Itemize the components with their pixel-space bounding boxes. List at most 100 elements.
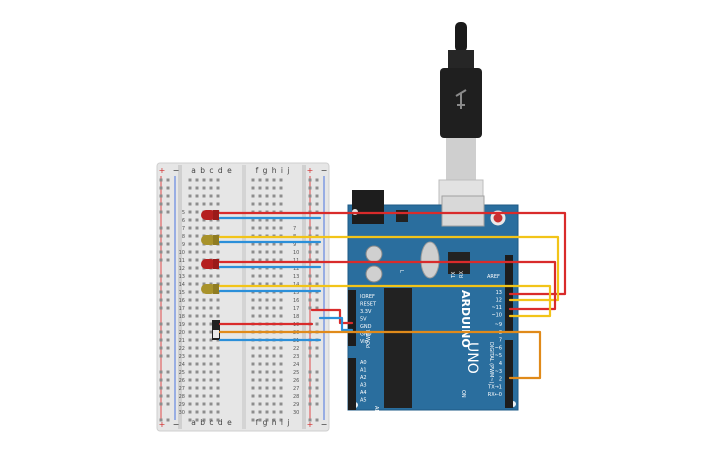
arduino-uno-board[interactable]: IOREFRESET3.3V5VGNDGNDVinA0A1A2A3A4A5131… (347, 190, 519, 434)
analog-header (348, 358, 356, 410)
analog-pin-label: A5 (360, 398, 367, 404)
row-number: 28 (293, 394, 299, 400)
led-red-2[interactable] (201, 259, 219, 269)
wire-yellow-1[interactable] (218, 235, 560, 302)
digital-label: DIGITAL (PWM~) (488, 342, 494, 384)
analog-pin-label: A0 (360, 360, 367, 366)
rail-minus-label: − (173, 166, 180, 175)
usb-cable[interactable] (438, 22, 484, 211)
digital-pin-label: 12 (496, 298, 502, 304)
tx-label: TX (451, 271, 457, 279)
slide-switch[interactable] (212, 320, 220, 340)
row-number: 23 (179, 354, 185, 360)
row-number: 22 (179, 346, 185, 352)
row-number: 10 (293, 250, 299, 256)
rail-plus-label-bottom: + (159, 420, 166, 429)
row-number: 16 (179, 298, 185, 304)
rail-minus-label-right: − (321, 166, 328, 175)
row-number: 26 (293, 378, 299, 384)
on-label: ON (460, 390, 466, 398)
row-number: 12 (293, 266, 299, 272)
columns-label-bottom-left: a b c d e (191, 418, 232, 427)
power-header (348, 290, 356, 346)
rail-plus-label: + (159, 166, 166, 175)
rail-plus-label-right: + (307, 166, 314, 175)
digital-pin-label: 4 (499, 361, 502, 367)
rail-minus-label-bottom: − (173, 420, 180, 429)
row-number: 20 (179, 330, 185, 336)
row-number: 17 (293, 306, 299, 312)
led-yellow-2[interactable] (201, 284, 219, 294)
wire-blue-5[interactable] (318, 316, 354, 332)
arduino-model: UNO (464, 342, 480, 374)
power-pin-label: GND (360, 332, 372, 338)
row-number: 30 (293, 410, 299, 416)
digital-pin-label: TX→1 (487, 384, 502, 390)
power-pin-label: IOREF (360, 294, 375, 300)
digital-pin-label: ~3 (495, 369, 502, 375)
wire-yellow-2[interactable] (218, 284, 552, 318)
digital-pin-label: 2 (499, 377, 502, 383)
rail-minus-label-bottom-right: − (321, 420, 328, 429)
capacitor (365, 265, 383, 283)
breadboard[interactable]: + − + − a b c d e f g h i j a b c d e f … (156, 162, 330, 432)
row-number: 30 (179, 410, 185, 416)
row-number: 9 (293, 242, 296, 248)
row-number: 12 (179, 266, 185, 272)
digital-pin-label: 13 (496, 290, 502, 296)
wire-red-3[interactable] (310, 308, 354, 325)
rail-plus-label-bottom-right: + (307, 420, 314, 429)
row-number: 11 (179, 258, 185, 264)
row-number: 19 (179, 322, 185, 328)
row-number: 26 (179, 378, 185, 384)
row-number: 29 (293, 402, 299, 408)
row-number: 9 (182, 242, 185, 248)
wire-red-1[interactable] (218, 211, 567, 296)
digital-pin-label: ~10 (491, 313, 502, 319)
row-number: 7 (293, 226, 296, 232)
row-number: 16 (293, 298, 299, 304)
row-number: 25 (293, 370, 299, 376)
power-pin-label: RESET (360, 302, 377, 308)
usb-icon (455, 89, 467, 109)
columns-label-top-right: f g h i j (256, 166, 291, 175)
row-number: 21 (179, 338, 185, 344)
analog-pin-label: A4 (360, 390, 367, 396)
row-number: 24 (179, 362, 185, 368)
row-number: 22 (293, 346, 299, 352)
power-pin-label: GND (360, 324, 372, 330)
crystal (420, 241, 440, 279)
led-red-1[interactable] (201, 210, 219, 220)
row-number: 15 (179, 290, 185, 296)
power-jack (352, 190, 384, 224)
row-number: 27 (293, 386, 299, 392)
row-number: 5 (182, 210, 185, 216)
row-number: 25 (179, 370, 185, 376)
row-number: 18 (293, 314, 299, 320)
row-number: 10 (179, 250, 185, 256)
row-number: 23 (293, 354, 299, 360)
analog-pin-label: A3 (360, 383, 367, 389)
power-pin-label: Vin (360, 339, 368, 345)
led-yellow-1[interactable] (201, 235, 219, 245)
row-number: 27 (179, 386, 185, 392)
columns-label-top-left: a b c d e (191, 166, 232, 175)
power-pin-label: 3.3V (360, 309, 372, 315)
digital-pin-label: RX←0 (488, 392, 502, 398)
digital-pin-label: ~6 (495, 345, 502, 351)
digital-pin-label: ~9 (495, 322, 502, 328)
row-number: 15 (293, 290, 299, 296)
row-number: 29 (179, 402, 185, 408)
row-number: 28 (179, 394, 185, 400)
digital-header-low (505, 340, 513, 408)
row-number: 14 (179, 282, 185, 288)
row-number: 24 (293, 362, 299, 368)
aref-label: AREF (487, 274, 500, 280)
digital-pin-label: ~5 (495, 353, 502, 359)
row-numbers-left: 5678910111213141516171819202122232425262… (179, 210, 185, 416)
wire-red-2[interactable] (218, 260, 557, 311)
power-label: POWER (366, 329, 372, 348)
row-number: 7 (182, 226, 185, 232)
wire-orange[interactable] (218, 330, 542, 380)
